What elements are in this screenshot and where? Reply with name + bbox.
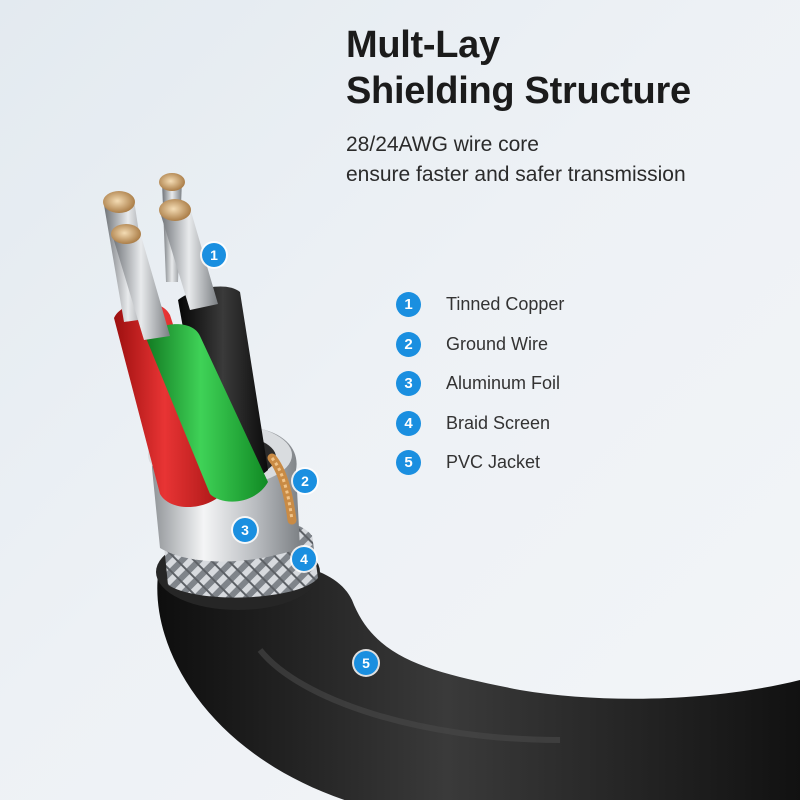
callout-badge-icon: 2 xyxy=(293,469,317,493)
callout-badge-icon: 4 xyxy=(292,547,316,571)
legend-label: PVC Jacket xyxy=(446,452,541,473)
legend-label: Aluminum Foil xyxy=(446,373,561,394)
legend-item: 2 Ground Wire xyxy=(396,325,564,365)
legend-label: Tinned Copper xyxy=(446,294,565,315)
legend-item: 3 Aluminum Foil xyxy=(396,364,564,404)
title-line-2: Shielding Structure xyxy=(346,70,691,112)
page-title: Mult-Lay Shielding Structure xyxy=(346,22,691,114)
legend-label: Braid Screen xyxy=(446,412,551,433)
green-conductor-shape xyxy=(146,324,268,502)
number-badge-icon: 1 xyxy=(396,292,421,318)
legend-item: 1 Tinned Copper xyxy=(396,285,564,325)
callout-badge-icon: 3 xyxy=(233,518,257,542)
number-badge-icon: 4 xyxy=(396,410,421,436)
callout-badge-icon: 5 xyxy=(354,651,378,675)
tinned-copper-strands xyxy=(103,173,218,340)
legend-item: 4 Braid Screen xyxy=(396,404,564,444)
number-badge-icon: 5 xyxy=(396,450,421,476)
subtitle-line-1: 28/24AWG wire core xyxy=(346,133,539,156)
subtitle: 28/24AWG wire core ensure faster and saf… xyxy=(346,130,686,190)
legend-label: Ground Wire xyxy=(446,333,549,354)
number-badge-icon: 3 xyxy=(396,371,421,397)
legend-item: 5 PVC Jacket xyxy=(396,443,564,483)
ground-wire-shape xyxy=(267,453,297,525)
layer-legend: 1 Tinned Copper 2 Ground Wire 3 Aluminum… xyxy=(396,285,564,483)
subtitle-line-2: ensure faster and safer transmission xyxy=(346,163,686,186)
callout-badge-icon: 1 xyxy=(202,243,226,267)
number-badge-icon: 2 xyxy=(396,331,421,357)
title-line-1: Mult-Lay xyxy=(346,24,500,66)
